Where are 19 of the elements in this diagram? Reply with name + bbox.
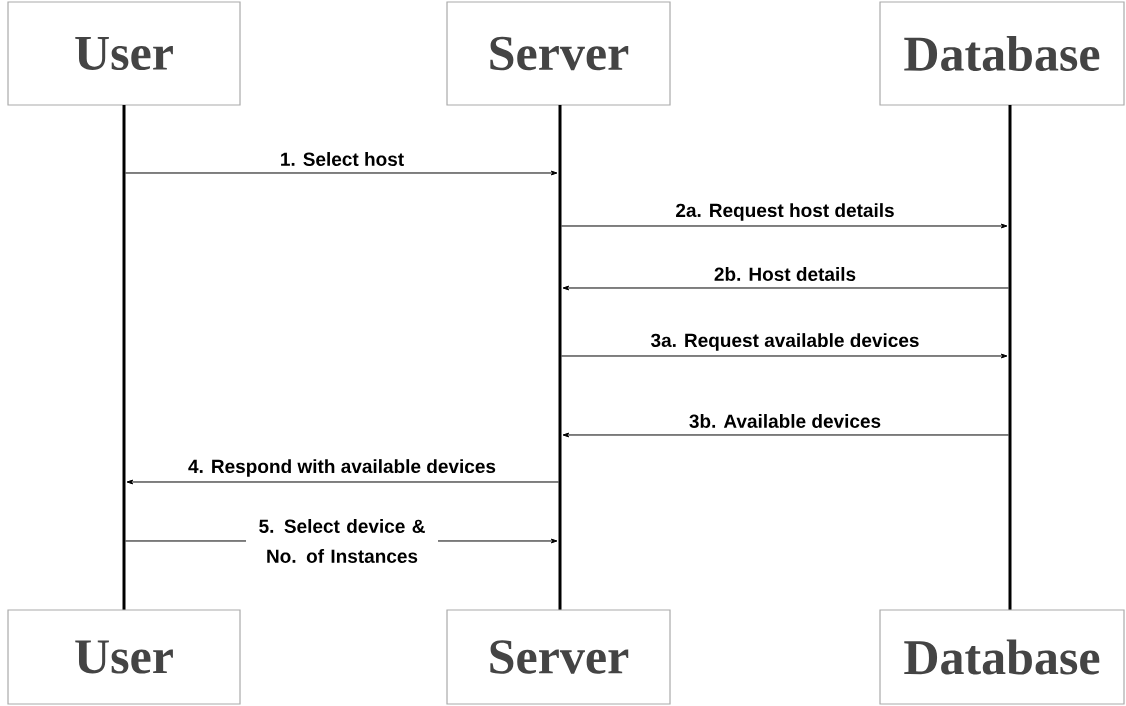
edge-label: 5. Select device & No. of Instances	[246, 518, 438, 564]
edge-label: 2b. Host details	[712, 266, 858, 282]
participant-box: User	[7, 609, 241, 705]
arrow	[125, 170, 558, 176]
participant-box: Database	[879, 609, 1125, 705]
edge-label: 3a. Request available devices	[649, 332, 921, 352]
participant-box: Server	[446, 609, 671, 705]
edge-label: 3b. Available devices	[687, 413, 883, 429]
participant-box: Database	[879, 1, 1125, 106]
arrow	[561, 223, 1008, 229]
arrow	[126, 479, 559, 485]
edge-label: 4. Respond with available devices	[187, 458, 497, 478]
arrow	[561, 353, 1008, 359]
arrow	[562, 285, 1009, 291]
edge-label: 1. Select host	[278, 151, 406, 167]
participant-box: Server	[446, 1, 671, 106]
participant-box: User	[7, 1, 241, 106]
edge-label: 2a. Request host details	[674, 202, 896, 222]
arrow	[562, 432, 1009, 438]
